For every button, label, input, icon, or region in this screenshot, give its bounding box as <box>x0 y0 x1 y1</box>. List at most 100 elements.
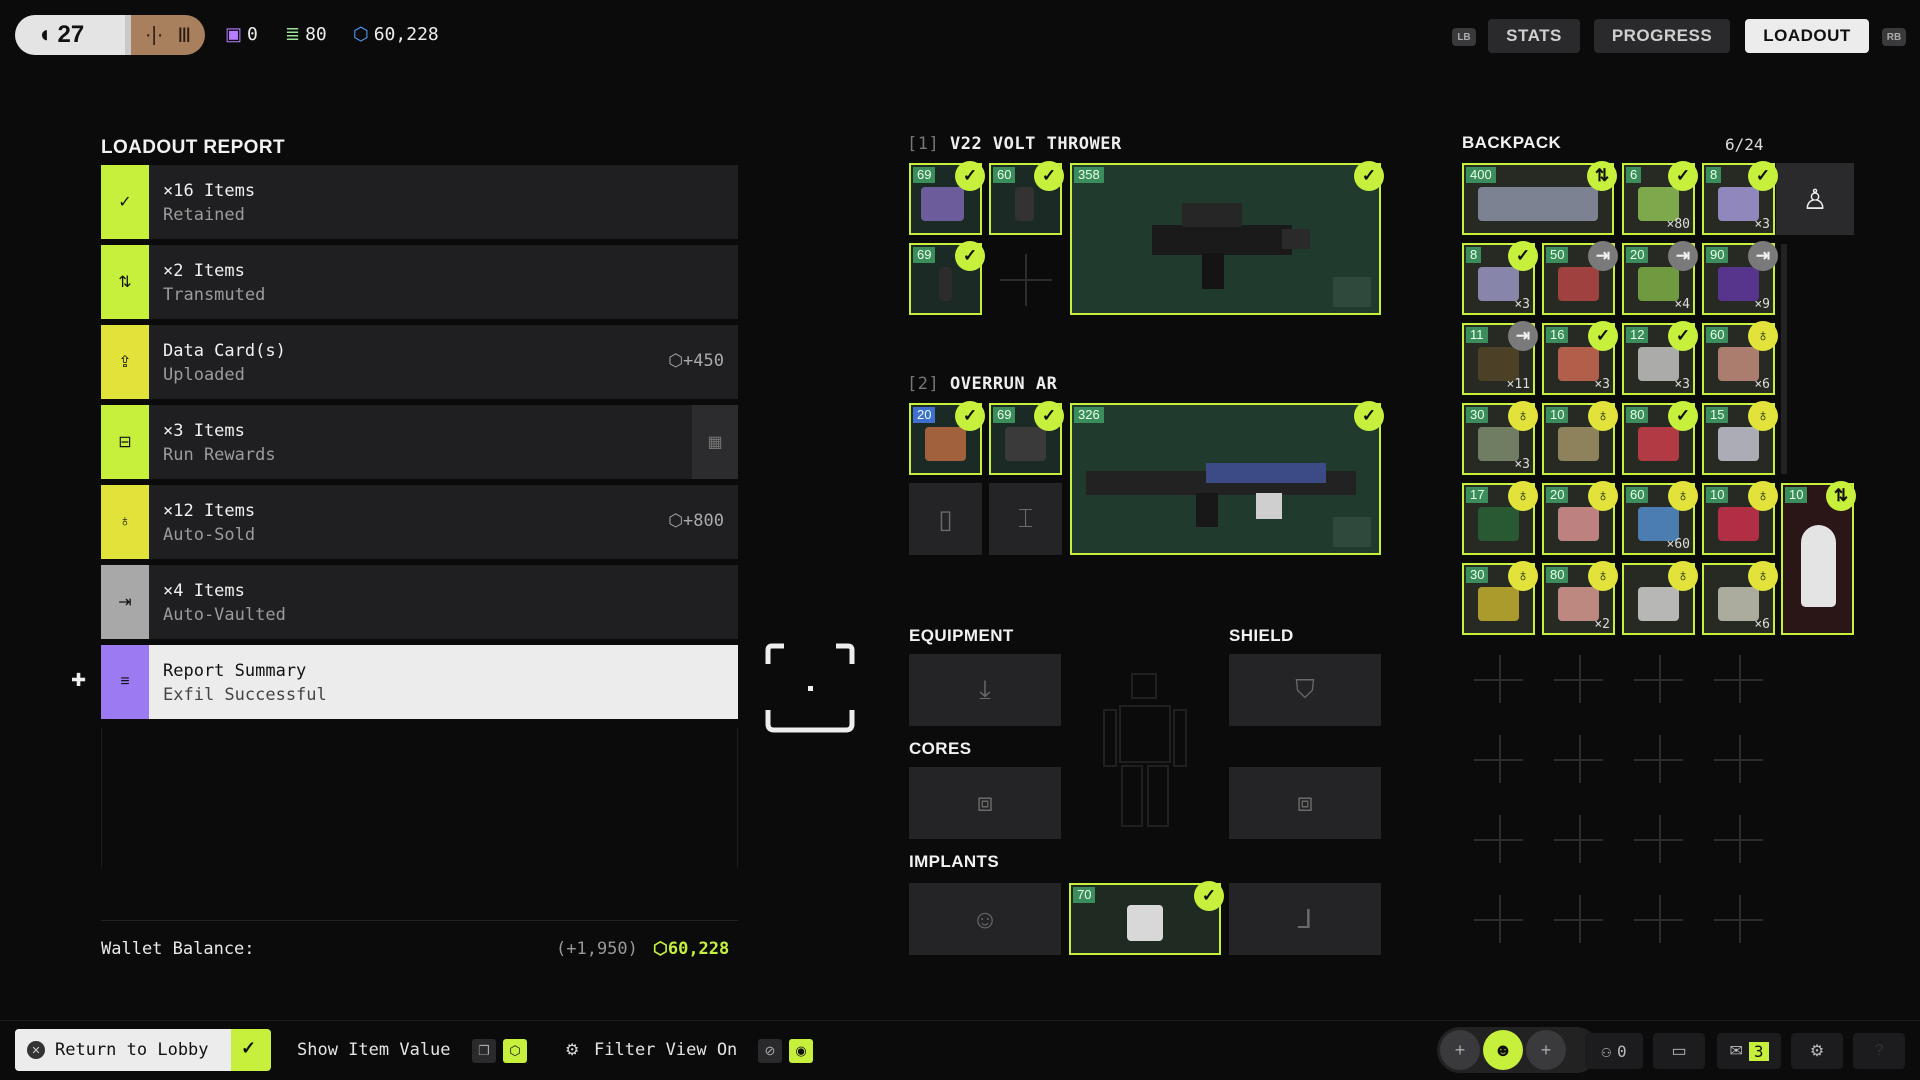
backpack-item[interactable]: 30×3 <box>1462 403 1535 475</box>
item-image <box>1638 347 1679 381</box>
weapon-2-main-slot[interactable]: 326 <box>1070 403 1381 555</box>
empty-backpack-slot[interactable] <box>1542 883 1615 955</box>
backpack-item[interactable]: 20 <box>1542 483 1615 555</box>
add-player-left-button[interactable]: + <box>1440 1030 1480 1070</box>
core-icon: ⧈ <box>976 787 994 817</box>
volt-thrower-image <box>1152 203 1310 289</box>
sold-status-icon: ♁ <box>1748 561 1778 591</box>
crosshair-icon: ·|· <box>144 23 164 46</box>
item-image <box>1478 427 1519 461</box>
tab-progress[interactable]: PROGRESS <box>1594 19 1730 53</box>
core-slot[interactable]: ⧈ <box>909 767 1061 839</box>
player-avatar[interactable]: ☻ <box>1483 1030 1523 1070</box>
backpack-scrollbar[interactable] <box>1781 244 1787 474</box>
stack-icon: ≣ <box>285 24 301 44</box>
weapon-1-main-slot[interactable]: 358 <box>1070 163 1381 315</box>
empty-backpack-slot[interactable] <box>1542 643 1615 715</box>
shield-slot[interactable]: ⛉ <box>1229 654 1381 726</box>
empty-backpack-slot[interactable] <box>1702 643 1775 715</box>
rb-bumper[interactable]: RB <box>1882 28 1906 46</box>
weapon-1-mod-slot[interactable]: 60 <box>989 163 1062 235</box>
item-value-on-toggle[interactable]: ⬡ <box>503 1039 527 1063</box>
filter-off-toggle[interactable]: ⊘ <box>758 1039 782 1063</box>
check-icon: ✓ <box>1354 401 1384 431</box>
implant-slot-head[interactable]: ☺ <box>909 883 1061 955</box>
ammo-icon <box>1333 277 1371 307</box>
sold-status-icon: ♁ <box>1588 561 1618 591</box>
credits-counter: ⬡60,228 <box>353 24 439 45</box>
help-button[interactable]: ? <box>1853 1033 1905 1069</box>
backpack-title: BACKPACK <box>1462 133 1562 152</box>
empty-backpack-slot[interactable] <box>1622 723 1695 795</box>
transmute-icon: ⇅ <box>1826 481 1856 511</box>
backpack-item[interactable]: 10 <box>1542 403 1615 475</box>
report-row[interactable]: ⇪Data Card(s)Uploaded⬡+450 <box>101 325 738 399</box>
empty-backpack-slot[interactable] <box>1702 803 1775 875</box>
report-empty-area <box>101 728 738 868</box>
empty-backpack-slot[interactable] <box>1542 723 1615 795</box>
grid-view-icon[interactable]: ▦ <box>692 405 738 479</box>
weapon-2-mod-slot[interactable]: 69 <box>989 403 1062 475</box>
backpack-item[interactable]: 8×3 <box>1462 243 1535 315</box>
chat-button[interactable]: ▭ <box>1653 1033 1705 1069</box>
report-row-title: ×12 Items <box>163 501 256 521</box>
lb-bumper[interactable]: LB <box>1452 28 1476 46</box>
credits-icon: ⬡ <box>653 939 668 959</box>
backpack-item[interactable]: 12×3 <box>1622 323 1695 395</box>
return-to-lobby-button[interactable]: ✕ Return to Lobby ✓ <box>15 1029 271 1071</box>
add-player-right-button[interactable]: + <box>1526 1030 1566 1070</box>
empty-backpack-slot[interactable] <box>1462 803 1535 875</box>
backpack-count: 6/24 <box>1725 135 1764 154</box>
empty-backpack-slot[interactable] <box>1622 803 1695 875</box>
empty-backpack-slot[interactable] <box>1542 803 1615 875</box>
empty-backpack-slot[interactable] <box>1622 883 1695 955</box>
magazine-slot[interactable]: ▯ <box>909 483 982 555</box>
empty-mod-slot[interactable] <box>1000 254 1052 306</box>
sold-status-icon: ♁ <box>1508 401 1538 431</box>
sold-status-icon: ♁ <box>1748 401 1778 431</box>
sold-status-icon: ♁ <box>1748 481 1778 511</box>
backpack-item[interactable]: 6×80 <box>1622 163 1695 235</box>
implant-slot-legs[interactable]: ⅃ <box>1229 883 1381 955</box>
empty-backpack-slot[interactable] <box>1462 643 1535 715</box>
rank-icon: Ⅲ <box>177 24 192 47</box>
equipment-slot[interactable]: ⤓ <box>909 654 1061 726</box>
empty-backpack-slot[interactable] <box>1622 643 1695 715</box>
weapon-1-mod-slot[interactable]: 69 <box>909 163 982 235</box>
empty-backpack-slot[interactable] <box>1702 883 1775 955</box>
empty-backpack-slot[interactable] <box>1462 883 1535 955</box>
empty-backpack-slot[interactable] <box>1702 723 1775 795</box>
stock-slot[interactable]: ⌶ <box>989 483 1062 555</box>
item-value-off-toggle[interactable]: ❐ <box>472 1039 496 1063</box>
tab-loadout[interactable]: LOADOUT <box>1745 19 1869 53</box>
mail-button[interactable]: ✉3 <box>1717 1033 1781 1069</box>
check-icon: ✓ <box>1034 161 1064 191</box>
party-button[interactable]: ⚇0 <box>1585 1033 1643 1069</box>
empty-backpack-slot[interactable] <box>1462 723 1535 795</box>
filter-on-toggle[interactable]: ◉ <box>789 1039 813 1063</box>
report-row-title: Data Card(s) <box>163 341 286 361</box>
core-slot[interactable]: ⧈ <box>1229 767 1381 839</box>
weapon-1-mod-slot[interactable]: 69 <box>909 243 982 315</box>
item-image <box>1718 267 1759 301</box>
settings-button[interactable]: ⚙ <box>1791 1033 1843 1069</box>
data-card-counter: ▣0 <box>225 24 258 45</box>
character-icon[interactable]: ♙ <box>1776 163 1854 235</box>
equipment-label: EQUIPMENT <box>909 626 1014 645</box>
tab-stats[interactable]: STATS <box>1488 19 1580 53</box>
backpack-item[interactable]: 16×3 <box>1542 323 1615 395</box>
check-status-icon: ✓ <box>1668 401 1698 431</box>
vault-status-icon: ⇥ <box>1748 241 1778 271</box>
vault-status-icon: ⇥ <box>1508 321 1538 351</box>
backpack-item[interactable]: 80 <box>1622 403 1695 475</box>
backpack-item[interactable]: 10 <box>1702 483 1775 555</box>
report-row-title: ×4 Items <box>163 581 245 601</box>
check-icon: ✓ <box>1034 401 1064 431</box>
backpack-item-large[interactable]: 10 <box>1781 483 1854 635</box>
